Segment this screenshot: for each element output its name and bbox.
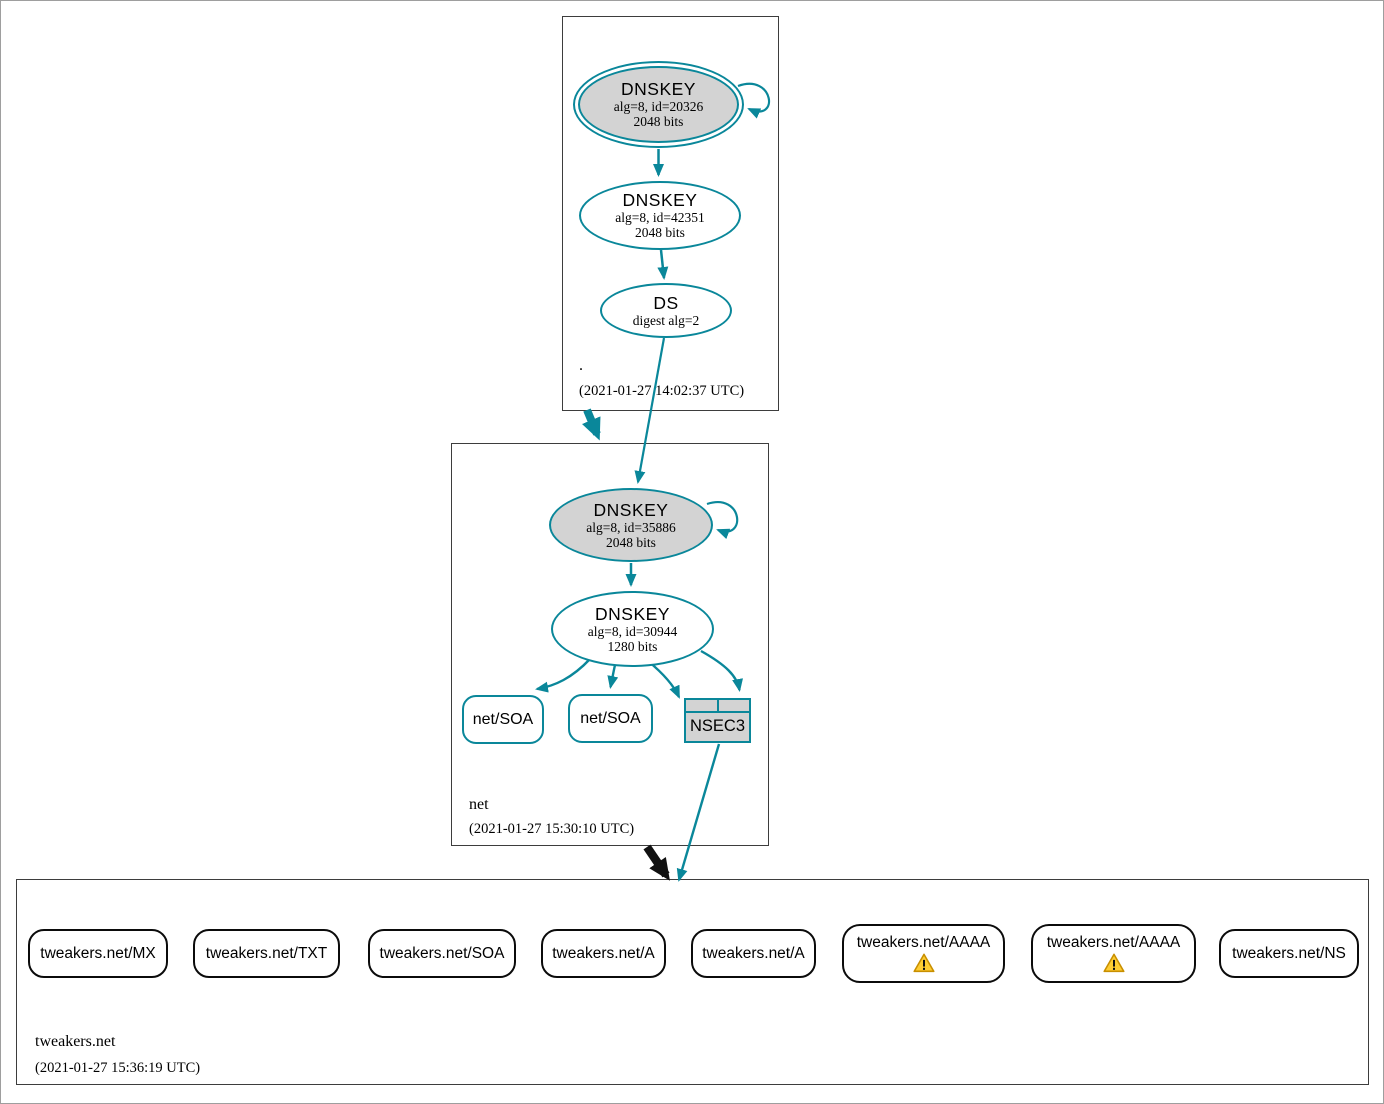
node-net-zsk: DNSKEY alg=8, id=30944 1280 bits	[551, 591, 714, 667]
node-tweakers-a-2-label: tweakers.net/A	[702, 944, 805, 962]
node-net-ksk: DNSKEY alg=8, id=35886 2048 bits	[549, 488, 713, 562]
zone-label-root: .	[579, 357, 583, 374]
node-net-ksk-detail2: 2048 bits	[606, 534, 656, 550]
zone-timestamp-net: (2021-01-27 15:30:10 UTC)	[469, 821, 635, 837]
node-root-ds-title: DS	[653, 292, 679, 313]
node-net-soa-1-label: net/SOA	[472, 710, 534, 728]
node-tweakers-aaaa-1-label: tweakers.net/AAAA	[856, 934, 991, 951]
node-tweakers-aaaa-2: tweakers.net/AAAA	[1031, 924, 1196, 983]
node-net-zsk-detail2: 1280 bits	[607, 638, 658, 654]
nsec3-cell-right	[719, 700, 750, 711]
node-tweakers-soa: tweakers.net/SOA	[368, 929, 516, 978]
node-root-zsk-detail1: alg=8, id=42351	[615, 210, 705, 225]
node-tweakers-a-1: tweakers.net/A	[541, 929, 666, 978]
node-root-ksk-detail2: 2048 bits	[633, 114, 684, 129]
zone-timestamp-root: (2021-01-27 14:02:37 UTC)	[579, 383, 745, 399]
node-net-nsec3-label: NSEC3	[689, 717, 746, 735]
node-tweakers-aaaa-1: tweakers.net/AAAA	[842, 924, 1005, 983]
node-tweakers-a-2: tweakers.net/A	[691, 929, 816, 978]
node-tweakers-a-1-label: tweakers.net/A	[552, 944, 655, 962]
node-root-ds-detail1: digest alg=2	[632, 312, 700, 328]
node-root-ds: DS digest alg=2	[600, 283, 732, 338]
node-net-zsk-detail1: alg=8, id=30944	[587, 623, 678, 639]
edge-delegation-root-to-net	[582, 408, 601, 441]
node-tweakers-txt: tweakers.net/TXT	[193, 929, 340, 978]
nsec3-cell-left	[686, 700, 719, 711]
warning-icon	[1102, 953, 1125, 973]
node-net-ksk-title: DNSKEY	[593, 499, 669, 520]
node-net-zsk-title: DNSKEY	[595, 603, 670, 624]
node-tweakers-ns: tweakers.net/NS	[1219, 929, 1359, 978]
edge-delegation-net-to-tweakers-insecure	[643, 844, 670, 881]
zone-timestamp-tweakers-net: (2021-01-27 15:36:19 UTC)	[35, 1060, 201, 1076]
node-net-soa-2: net/SOA	[568, 694, 653, 743]
zone-box-net: net (2021-01-27 15:30:10 UTC)	[451, 443, 769, 846]
node-net-soa-1: net/SOA	[462, 695, 544, 744]
node-tweakers-mx: tweakers.net/MX	[28, 929, 168, 978]
node-root-ksk-detail1: alg=8, id=20326	[613, 99, 704, 114]
node-root-zsk-title: DNSKEY	[622, 190, 698, 210]
node-net-ksk-detail1: alg=8, id=35886	[586, 519, 676, 535]
node-tweakers-mx-label: tweakers.net/MX	[40, 944, 156, 962]
node-tweakers-aaaa-2-label: tweakers.net/AAAA	[1046, 934, 1181, 951]
node-root-ksk: DNSKEY alg=8, id=20326 2048 bits	[573, 61, 744, 148]
node-net-soa-2-label: net/SOA	[580, 709, 641, 727]
nsec3-top-row	[686, 700, 749, 713]
node-tweakers-txt-label: tweakers.net/TXT	[205, 944, 328, 962]
node-root-ksk-inner: DNSKEY alg=8, id=20326 2048 bits	[578, 66, 739, 143]
warning-icon	[912, 953, 935, 973]
zone-label-tweakers-net: tweakers.net	[35, 1033, 116, 1050]
node-net-nsec3: NSEC3	[684, 698, 751, 743]
zone-label-net: net	[469, 796, 489, 813]
node-tweakers-soa-label: tweakers.net/SOA	[379, 944, 505, 962]
node-root-ksk-title: DNSKEY	[621, 79, 696, 99]
node-root-zsk: DNSKEY alg=8, id=42351 2048 bits	[579, 181, 741, 250]
node-tweakers-ns-label: tweakers.net/NS	[1232, 944, 1346, 962]
node-root-zsk-detail2: 2048 bits	[635, 225, 685, 240]
